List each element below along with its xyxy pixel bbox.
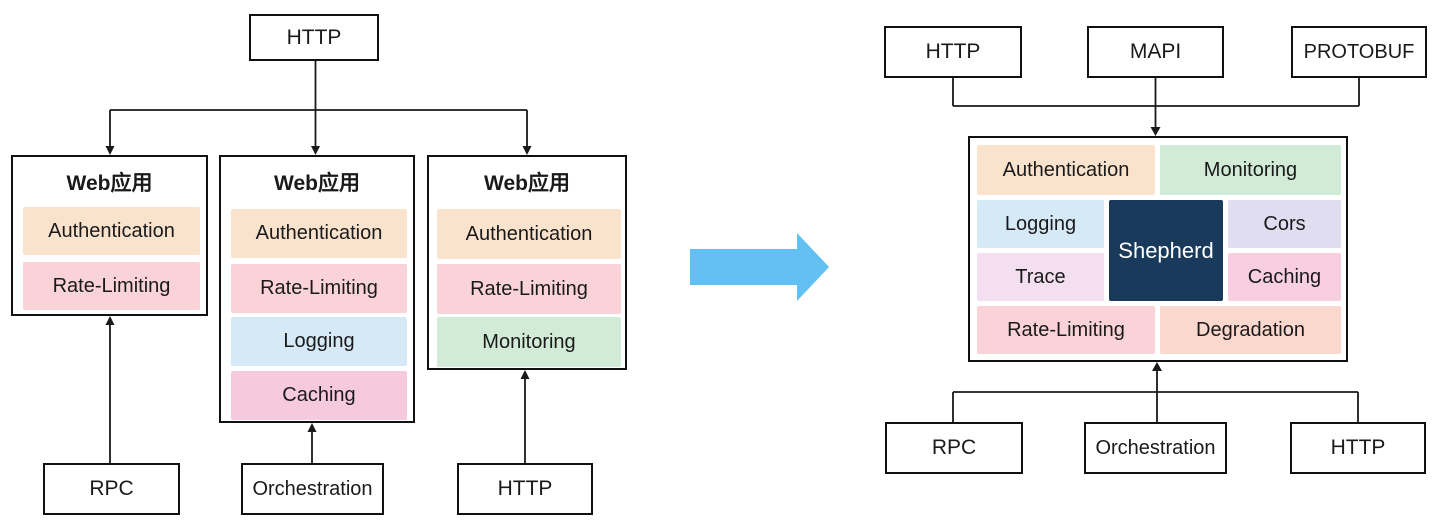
tile-rate-limiting: Rate-Limiting (977, 306, 1155, 354)
web-app-box-3: Web应用 Authentication Rate-Limiting Monit… (427, 155, 627, 370)
tile-authentication: Authentication (977, 145, 1155, 195)
arrowhead-up-icon (520, 370, 530, 379)
left-top-http-node: HTTP (249, 14, 379, 61)
right-top-http-node: HTTP (884, 26, 1022, 78)
left-bottom-rpc-node: RPC (43, 463, 180, 515)
shepherd-core: Shepherd (1109, 200, 1223, 301)
web-app-title: Web应用 (274, 172, 360, 195)
tile-monitoring: Monitoring (1160, 145, 1341, 195)
arrowhead-up-icon (105, 316, 115, 325)
arrowhead-down-icon (311, 146, 320, 155)
arrowhead-down-icon (522, 146, 532, 155)
arrowhead-up-icon (307, 423, 317, 432)
tile-caching: Caching (1228, 253, 1341, 301)
left-bottom-orchestration-node: Orchestration (241, 463, 384, 515)
tile-caching: Caching (231, 371, 407, 420)
web-app-box-1: Web应用 Authentication Rate-Limiting (11, 155, 208, 316)
tile-cors: Cors (1228, 200, 1341, 248)
right-bottom-http-node: HTTP (1290, 422, 1426, 474)
left-bottom-http-node: HTTP (457, 463, 593, 515)
tile-rate-limiting: Rate-Limiting (231, 264, 407, 313)
tile-trace: Trace (977, 253, 1104, 301)
right-bottom-rpc-node: RPC (885, 422, 1023, 474)
arrowhead-up-icon (1152, 362, 1162, 371)
tile-logging: Logging (231, 317, 407, 366)
tile-logging: Logging (977, 200, 1104, 248)
right-top-protobuf-node: PROTOBUF (1291, 26, 1427, 78)
tile-rate-limiting: Rate-Limiting (437, 264, 621, 314)
tile-authentication: Authentication (23, 207, 200, 255)
tile-degradation: Degradation (1160, 306, 1341, 354)
transform-arrow (690, 233, 829, 301)
web-app-title: Web应用 (66, 172, 153, 195)
arrowhead-down-icon (1150, 127, 1161, 136)
tile-authentication: Authentication (231, 209, 407, 258)
arrowhead-down-icon (105, 146, 115, 155)
right-top-mapi-node: MAPI (1087, 26, 1224, 78)
web-app-title: Web应用 (484, 172, 570, 195)
right-bottom-orchestration-node: Orchestration (1084, 422, 1227, 474)
tile-monitoring: Monitoring (437, 317, 621, 367)
tile-rate-limiting: Rate-Limiting (23, 262, 200, 310)
tile-authentication: Authentication (437, 209, 621, 259)
web-app-box-2: Web应用 Authentication Rate-Limiting Loggi… (219, 155, 415, 423)
